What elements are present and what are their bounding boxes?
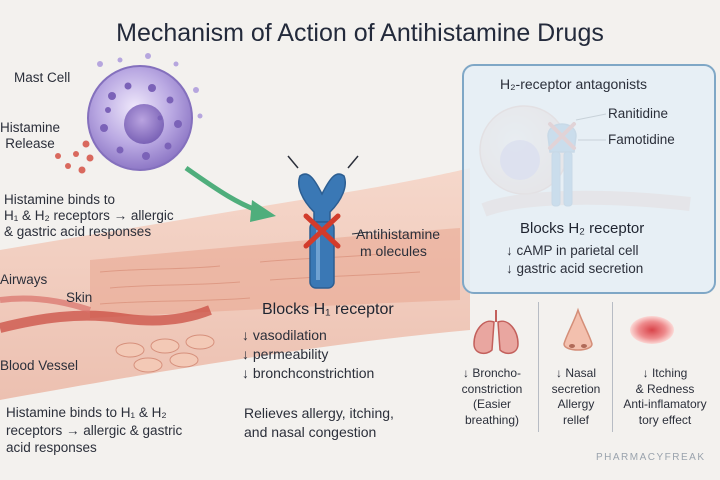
nose-icon <box>563 307 593 351</box>
antihistamine-molecules-label: Antihistamine m olecules <box>356 226 441 259</box>
blood-vessel <box>0 305 212 333</box>
drug-famotidine: Famotidine <box>608 132 675 147</box>
histamine-binds-label: Histamine binds to H₁ & H₂ receptors → a… <box>4 192 174 240</box>
h1-receptor <box>287 155 359 289</box>
release-arrow <box>184 165 263 215</box>
watermark: PHARMACYFREAK <box>596 452 706 463</box>
outcome-divider <box>612 302 613 432</box>
airway-tube <box>0 295 91 313</box>
h1-relief-text: Relieves allergy, itching, and nasal con… <box>244 405 394 440</box>
h2-antagonists-panel <box>462 64 716 294</box>
outcome-bronchoconstriction: ↓ Broncho- constriction (Easier breathin… <box>461 366 523 427</box>
h1-effects-list: ↓ vasodilation ↓ permeability ↓ bronchco… <box>242 327 375 381</box>
lungs-icon <box>473 310 519 355</box>
histamine-binds-summary: Histamine binds to H₁ & H₂ receptors → a… <box>6 405 183 456</box>
h2-panel-title: H₂-receptor antagonists <box>500 76 648 92</box>
skin-layer <box>90 228 460 318</box>
mast-cell-label: Mast Cell <box>14 70 71 85</box>
tissue-cells <box>115 334 215 373</box>
drug-ranitidine: Ranitidine <box>608 106 669 121</box>
skin-rash-icon <box>630 316 674 344</box>
blood-vessel-label: Blood Vessel <box>0 358 79 373</box>
histamine-granules <box>55 140 94 174</box>
outcome-nasal-secretion: ↓ Nasal secretion Allergy rellef <box>551 366 601 427</box>
mast-cell <box>87 53 203 171</box>
skin-label: Skin <box>66 290 93 305</box>
release-arrow-head <box>250 200 276 222</box>
outcome-divider <box>538 302 539 432</box>
outcome-itching-redness: ↓ Itching & Redness Anti-inflamatory tor… <box>623 366 707 427</box>
page-title: Mechanism of Action of Antihistamine Dru… <box>116 19 604 47</box>
airways-label: Airways <box>0 272 48 287</box>
h2-effects-list: ↓ cAMP in parietal cell ↓ gastric acid s… <box>506 243 644 277</box>
h2-blocks-title: Blocks H₂ receptor <box>520 220 645 237</box>
h1-blocks-title: Blocks H₁ receptor <box>262 301 394 318</box>
histamine-release-label: Histamine Release <box>0 120 61 152</box>
